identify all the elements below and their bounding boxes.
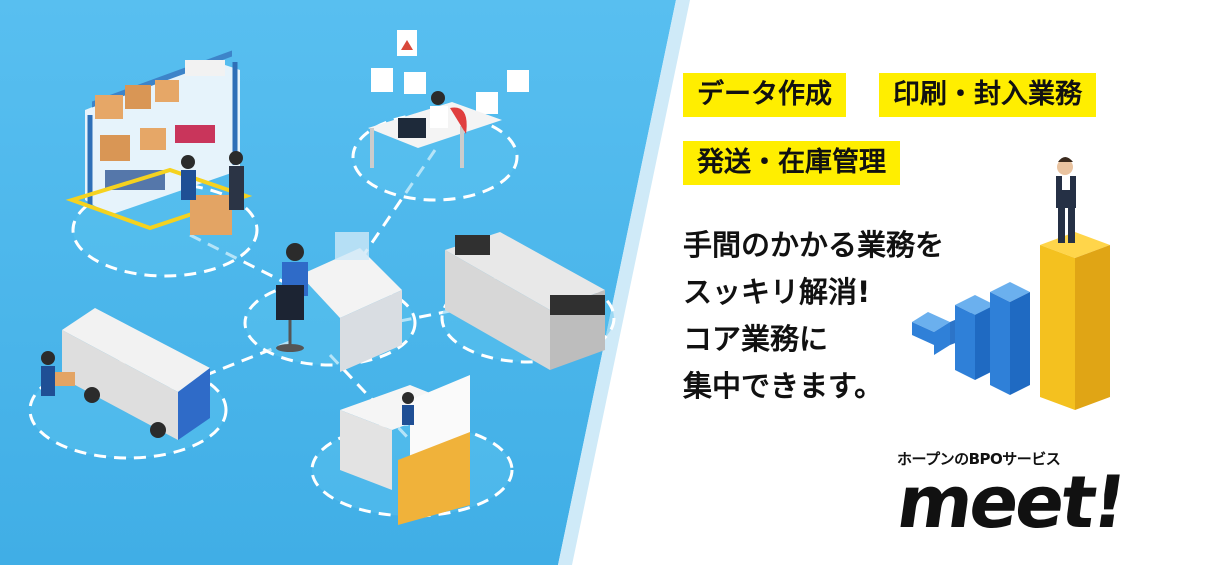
headline-line-1: 手間のかかる業務を [683, 228, 945, 262]
logo-subtitle: ホープンのBPOサービス [897, 450, 1061, 468]
headline-line-4: 集中できます。 [683, 369, 884, 403]
tag-print-enclose: 印刷・封入業務 [879, 73, 1096, 117]
headline-line-2: スッキリ解消! [683, 275, 871, 309]
headline-line-3: コア業務に [683, 322, 829, 356]
documents-envelope-illustration [340, 375, 470, 525]
operator-desk-illustration [276, 232, 402, 372]
businessman-illustration [1056, 157, 1076, 243]
warehouse-illustration [65, 50, 253, 235]
delivery-truck-illustration [41, 308, 210, 440]
office-desk-illustration [368, 30, 529, 168]
printer-illustration [445, 232, 605, 370]
headline-message: 手間のかかる業務を スッキリ解消! コア業務に 集中できます。 [683, 222, 944, 410]
tag-data-creation: データ作成 [683, 73, 846, 117]
tag-ship-inventory: 発送・在庫管理 [683, 141, 900, 185]
meet-logo: meet! [892, 460, 1129, 544]
bar-chart-illustration [912, 232, 1110, 410]
